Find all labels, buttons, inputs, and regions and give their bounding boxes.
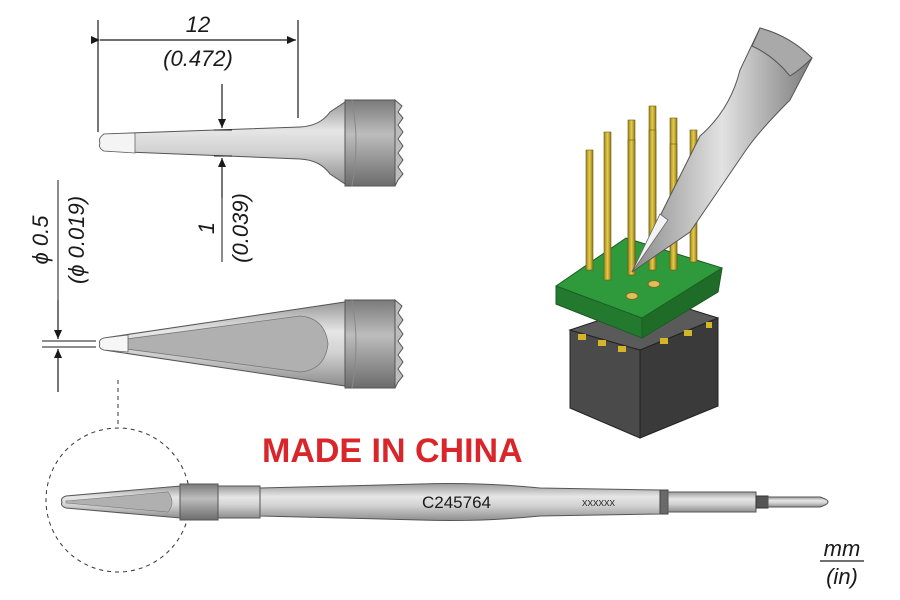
unit-primary-label: mm — [824, 536, 861, 561]
part-number-label: C245764 — [422, 493, 491, 512]
tip-diameter-in-label: (ϕ 0.019) — [64, 196, 89, 284]
tip-top-view: ϕ 0.5 (ϕ 0.019) — [28, 180, 404, 392]
units-legend: mm (in) — [820, 536, 864, 589]
length-in-label: (0.472) — [163, 46, 233, 71]
tip-side-view: 12 (0.472) 1 (0.039) — [91, 12, 404, 263]
origin-label: MADE IN CHINA — [262, 432, 523, 470]
tip-diameter-mm-label: ϕ 0.5 — [28, 215, 53, 265]
length-mm-label: 12 — [186, 12, 210, 37]
full-tip-view: C245764 xxxxxx — [45, 380, 829, 573]
unit-secondary-label: (in) — [826, 564, 858, 589]
thickness-in-label: (0.039) — [228, 193, 253, 263]
application-illustration — [555, 27, 813, 439]
batch-code-label: xxxxxx — [582, 497, 616, 509]
thickness-mm-label: 1 — [194, 222, 219, 234]
